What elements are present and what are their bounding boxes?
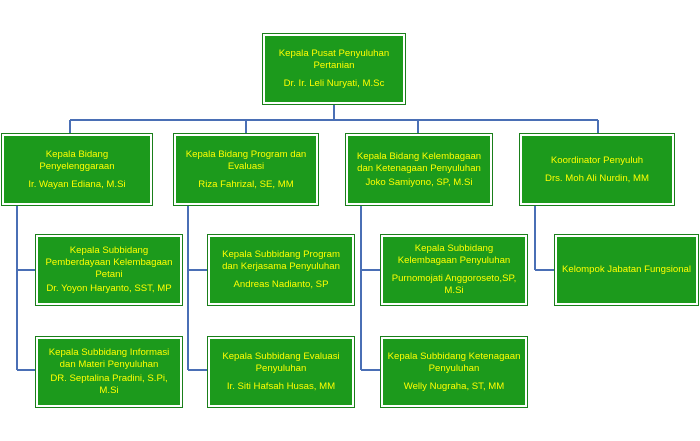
subdivision-box-5: Kepala Subbidang Kelembagaan Penyuluhan …	[381, 235, 527, 305]
division-title: Koordinator Penyuluh	[550, 154, 644, 166]
division-name: Drs. Moh Ali Nurdin, MM	[545, 172, 649, 184]
subdivision-name: DR. Septalina Pradini, S.Pi, M.Si	[50, 373, 168, 396]
subdivision-title: Kepala Subbidang Informasi dan Materi Pe…	[48, 347, 170, 370]
division-title: Kepala Bidang Program dan Evaluasi	[185, 148, 307, 172]
subdivision-name: Ir. Siti Hafsah Husas, MM	[226, 381, 336, 392]
head-box: Kepala Pusat Penyuluhan Pertanian Dr. Ir…	[263, 34, 405, 104]
division-box-1: Kepala Bidang Penyelenggaraan Ir. Wayan …	[2, 134, 152, 205]
subdivision-box-2: Kepala Subbidang Informasi dan Materi Pe…	[36, 337, 182, 407]
subdivision-title: Kelompok Jabatan Fungsional	[561, 264, 692, 275]
head-title: Kepala Pusat Penyuluhan Pertanian	[278, 48, 390, 71]
subdivision-name: Andreas Nadianto, SP	[233, 279, 329, 290]
division-box-2: Kepala Bidang Program dan Evaluasi Riza …	[174, 134, 318, 205]
subdivision-box-7: Kelompok Jabatan Fungsional	[555, 235, 698, 305]
division-name: Joko Samiyono, SP, M.Si	[365, 176, 473, 188]
division-title: Kepala Bidang Kelembagaan dan Ketenagaan…	[356, 150, 482, 174]
head-name: Dr. Ir. Leli Nuryati, M.Sc	[283, 78, 385, 89]
subdivision-title: Kepala Subbidang Kelembagaan Penyuluhan	[397, 243, 511, 266]
division-box-4: Koordinator Penyuluh Drs. Moh Ali Nurdin…	[520, 134, 674, 205]
subdivision-name: Purnomojati Anggoroseto,SP, M.Si	[391, 273, 517, 296]
division-name: Ir. Wayan Ediana, M.Si	[28, 178, 126, 190]
subdivision-title: Kepala Subbidang Program dan Kerjasama P…	[222, 249, 340, 272]
subdivision-name: Dr. Yoyon Haryanto, SST, MP	[46, 283, 172, 294]
subdivision-title: Kepala Subbidang Evaluasi Penyuluhan	[222, 351, 340, 374]
subdivision-title: Kepala Subbidang Pemberdayaan Kelembagaa…	[45, 245, 173, 280]
subdivision-box-6: Kepala Subbidang Ketenagaan Penyuluhan W…	[381, 337, 527, 407]
subdivision-box-3: Kepala Subbidang Program dan Kerjasama P…	[208, 235, 354, 305]
division-name: Riza Fahrizal, SE, MM	[198, 178, 294, 190]
subdivision-name: Welly Nugraha, ST, MM	[403, 381, 505, 392]
division-title: Kepala Bidang Penyelenggaraan	[39, 148, 115, 172]
subdivision-box-4: Kepala Subbidang Evaluasi Penyuluhan Ir.…	[208, 337, 354, 407]
subdivision-title: Kepala Subbidang Ketenagaan Penyuluhan	[387, 351, 521, 374]
division-box-3: Kepala Bidang Kelembagaan dan Ketenagaan…	[346, 134, 492, 205]
subdivision-box-1: Kepala Subbidang Pemberdayaan Kelembagaa…	[36, 235, 182, 305]
